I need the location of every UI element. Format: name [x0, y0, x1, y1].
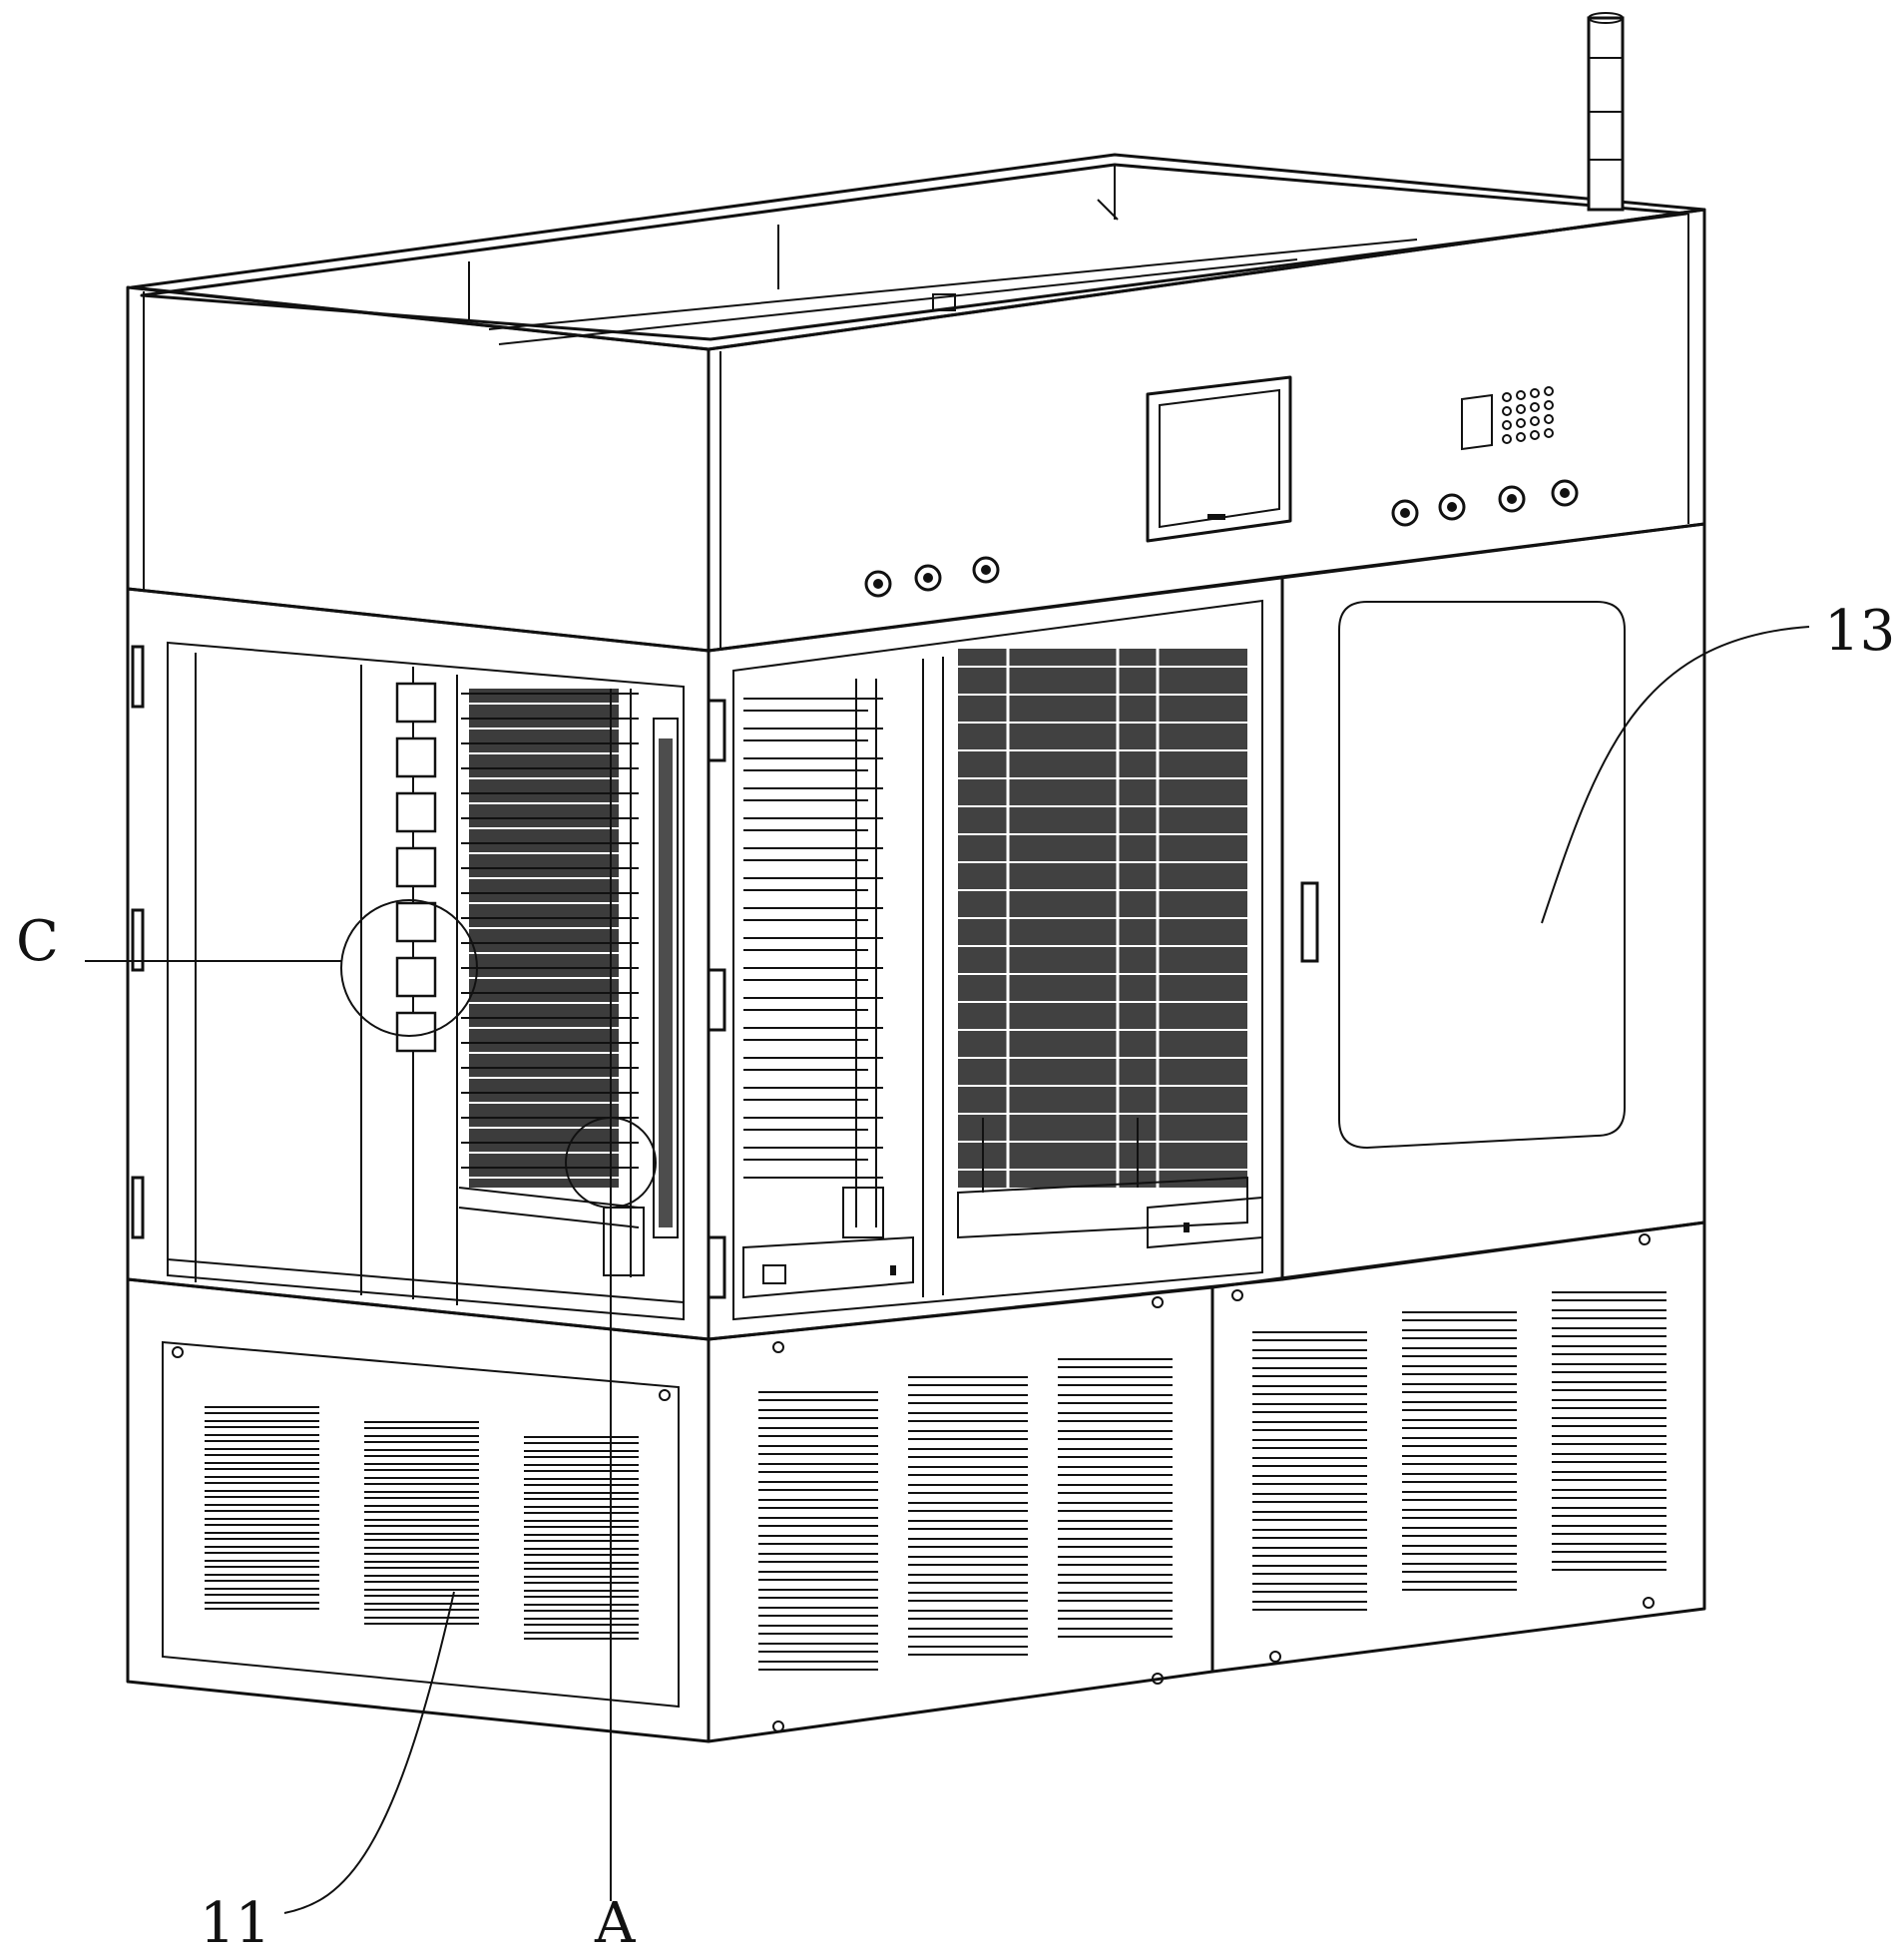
- vent-grille-left-1: [205, 1406, 319, 1610]
- lower-front-panel-b: [1210, 1220, 1706, 1674]
- vent-grille-front-3: [1058, 1358, 1173, 1638]
- vent-grille-left-2: [364, 1421, 479, 1625]
- vent-grille-front-2: [908, 1376, 1028, 1656]
- label-11: 11: [200, 1891, 270, 1952]
- leader-lines: [85, 626, 1810, 1914]
- vent-grille-front-5: [1402, 1311, 1517, 1591]
- rack-left-slots: [395, 682, 437, 1053]
- rack-left-shelves: [461, 689, 639, 1277]
- touch-screen: [1146, 375, 1292, 543]
- leader-line-13: [1541, 626, 1810, 924]
- hinges-front: [707, 699, 726, 1299]
- keypad-buttons: [1502, 386, 1554, 444]
- lower-left-vents: [205, 1406, 639, 1640]
- label-13: 13: [1824, 599, 1895, 664]
- label-c: C: [16, 909, 59, 974]
- storage-rack-front-a: [742, 679, 914, 1299]
- control-knobs-right: [1391, 479, 1579, 527]
- storage-rack-left: [395, 682, 679, 1277]
- vent-grille-front-4: [1252, 1331, 1367, 1611]
- leader-line-11: [283, 1591, 455, 1914]
- lower-front-vents-a: [758, 1358, 1173, 1671]
- lower-front-panel-a: [707, 1285, 1214, 1743]
- keypad: [1461, 386, 1554, 451]
- vent-grille-front-6: [1552, 1291, 1666, 1571]
- vent-grille-front-1: [758, 1391, 878, 1671]
- detail-circle-c: [340, 899, 478, 1037]
- upper-left-panel: [126, 285, 711, 653]
- lower-front-vents-b: [1252, 1291, 1666, 1611]
- hinges-left: [131, 645, 145, 1239]
- vent-grille-left-3: [524, 1436, 639, 1640]
- storage-rack-front-b: [957, 649, 1263, 1249]
- signal-light-column: [1587, 12, 1625, 212]
- front-door: [1280, 522, 1706, 1281]
- control-knobs-left: [864, 556, 1000, 598]
- label-a: A: [594, 1891, 636, 1952]
